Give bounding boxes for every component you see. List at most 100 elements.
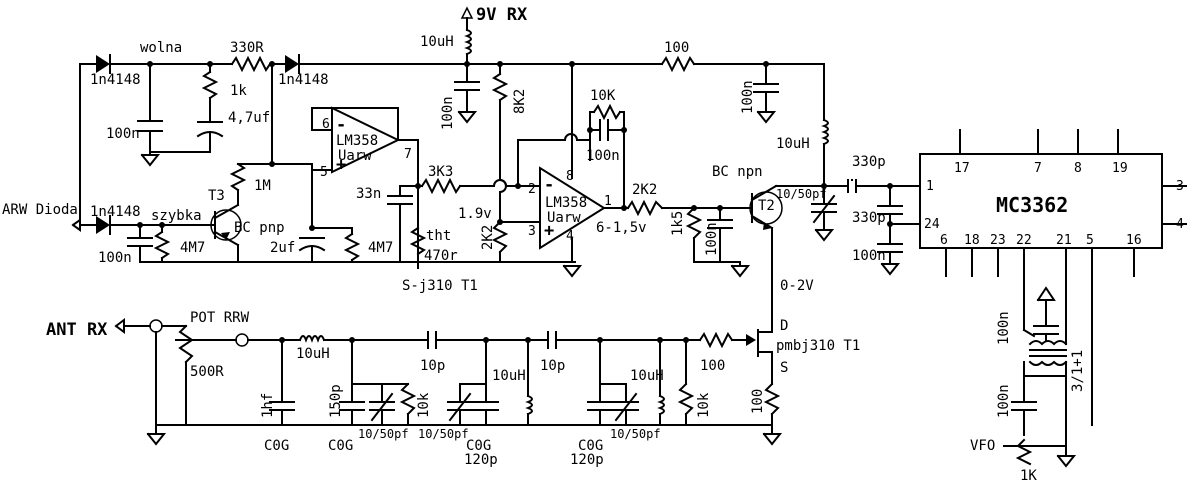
c100n-top-label: 100n (440, 96, 456, 130)
c0g-4-label: C0G (578, 438, 603, 454)
ic-pin3: 3 (1176, 179, 1184, 194)
diode-d2-icon (96, 216, 110, 234)
pin6-label: 6 (322, 117, 330, 132)
resistor-100-top (660, 55, 696, 73)
c100n-1k5-label: 100n (704, 222, 720, 256)
resistor-1k-vfo (1015, 438, 1033, 466)
c120p-a-label: 120p (464, 452, 498, 468)
r330-label: 330R (230, 40, 264, 56)
ic-pin6: 6 (940, 233, 948, 248)
ant-rx-label: ANT RX (46, 320, 108, 340)
r1k-label: 1k (230, 83, 247, 99)
ic-pin7: 7 (1034, 161, 1042, 176)
resistor-100-source (763, 382, 781, 416)
ic-pin18: 18 (964, 233, 980, 248)
pin1-label: 1 (604, 194, 612, 209)
r8k2-label: 8K2 (512, 89, 528, 114)
l10uh-b1-label: 10uH (296, 346, 330, 362)
c100n-ic-label: 100n (852, 248, 886, 264)
szybka-label: szybka (151, 208, 202, 224)
c10-50-b1-label: 10/50pf (358, 427, 409, 441)
r2k2-label: 2K2 (632, 182, 657, 198)
resistor-3k3 (420, 177, 462, 195)
c10p-a-label: 10p (420, 358, 445, 374)
transformer-arrow-icon (1036, 286, 1056, 302)
pin2-label: 2 (528, 182, 536, 197)
v19-label: 1.9v (458, 206, 492, 222)
resistor-10k-b1 (399, 382, 417, 416)
ic-name-label: MC3362 (996, 193, 1068, 217)
c0g-1-label: C0G (264, 438, 289, 454)
d2-label: 1n4148 (90, 204, 141, 220)
r100-gate-label: 100 (700, 358, 725, 374)
c100n-a-label: 100n (106, 126, 140, 142)
ic-pin23: 23 (990, 233, 1006, 248)
r4m7-a-label: 4M7 (180, 240, 205, 256)
inductor-10uh-right (821, 118, 829, 146)
ground-icon (140, 153, 161, 167)
c2uf-label: 2uf (270, 240, 295, 256)
plus-a-label: + (336, 155, 346, 175)
t2-label: T2 (758, 198, 775, 214)
r1k5-label: 1k5 (670, 211, 686, 236)
v02-label: 0-2V (780, 278, 814, 294)
resistor-330r (230, 55, 272, 73)
v615-label: 6-1,5v (596, 220, 647, 236)
resistor-2k2 (626, 199, 664, 217)
transformer-secondary (1028, 360, 1068, 366)
inductor-10uh-b2 (525, 394, 533, 416)
sj310-label: S-j310 T1 (402, 278, 478, 294)
pot-470r (409, 226, 427, 256)
mixer-input-section (649, 55, 921, 331)
bcpnp-label: BC pnp (234, 220, 285, 236)
minus-b-label: - (544, 175, 554, 195)
pot-label: POT RRW (190, 310, 250, 326)
resistor-1k (201, 70, 219, 100)
ic-pin22: 22 (1016, 233, 1032, 248)
l10uh-top-label: 10uH (420, 34, 454, 50)
amplifier-section (379, 6, 753, 278)
supply-label: 9V RX (476, 5, 528, 25)
r10k-b1-label: 10k (416, 392, 432, 418)
r100-top-label: 100 (664, 40, 689, 56)
c100n-fb-label: 100n (586, 148, 620, 164)
bcnpn-label: BC npn (712, 164, 763, 180)
c330-a-label: 330p (852, 154, 886, 170)
inductor-10uh-b3 (657, 394, 665, 416)
ic-pin24: 24 (924, 217, 940, 232)
uarw-b-label: Uarw (547, 210, 581, 226)
t3-label: T3 (208, 188, 225, 204)
r10k-label: 10K (590, 88, 616, 104)
resistor-2k2-v (491, 220, 509, 254)
ic-pin16: 16 (1126, 233, 1142, 248)
r2k2v-label: 2K2 (480, 225, 496, 250)
ic-pin4: 4 (1176, 217, 1184, 232)
c100n-right-label: 100n (740, 80, 756, 114)
resistor-1k5 (685, 206, 703, 240)
ic-pin8: 8 (1074, 161, 1082, 176)
arw-detector-section (71, 54, 651, 263)
wolna-label: wolna (140, 40, 182, 56)
d1-label: 1n4148 (90, 72, 141, 88)
fet-s-label: S (780, 360, 788, 376)
r4m7-b-label: 4M7 (368, 240, 393, 256)
mc3362-ic (919, 129, 1187, 426)
c10p-b-label: 10p (540, 358, 565, 374)
r10k-b2-label: 10k (696, 392, 712, 418)
resistor-1m (229, 162, 247, 192)
tht-label: tht (426, 228, 451, 244)
l10uh-b2-label: 10uH (492, 368, 526, 384)
labels: 9V RX ARW Dioda ANT RX wolna szybka 1n41… (2, 5, 1184, 484)
r500-label: 500R (190, 364, 224, 380)
l10uh-right-label: 10uH (776, 136, 810, 152)
r3k3-label: 3K3 (428, 164, 453, 180)
c150p-label: 150p (328, 384, 344, 418)
ic-pin21: 21 (1056, 233, 1072, 248)
c120p-b-label: 120p (570, 452, 604, 468)
d3-label: 1n4148 (278, 72, 329, 88)
resistor-4m7-a (153, 230, 171, 260)
resistor-4m7-b (343, 232, 361, 262)
pin3-label: 3 (528, 224, 536, 239)
pin8-label: 8 (566, 169, 574, 184)
